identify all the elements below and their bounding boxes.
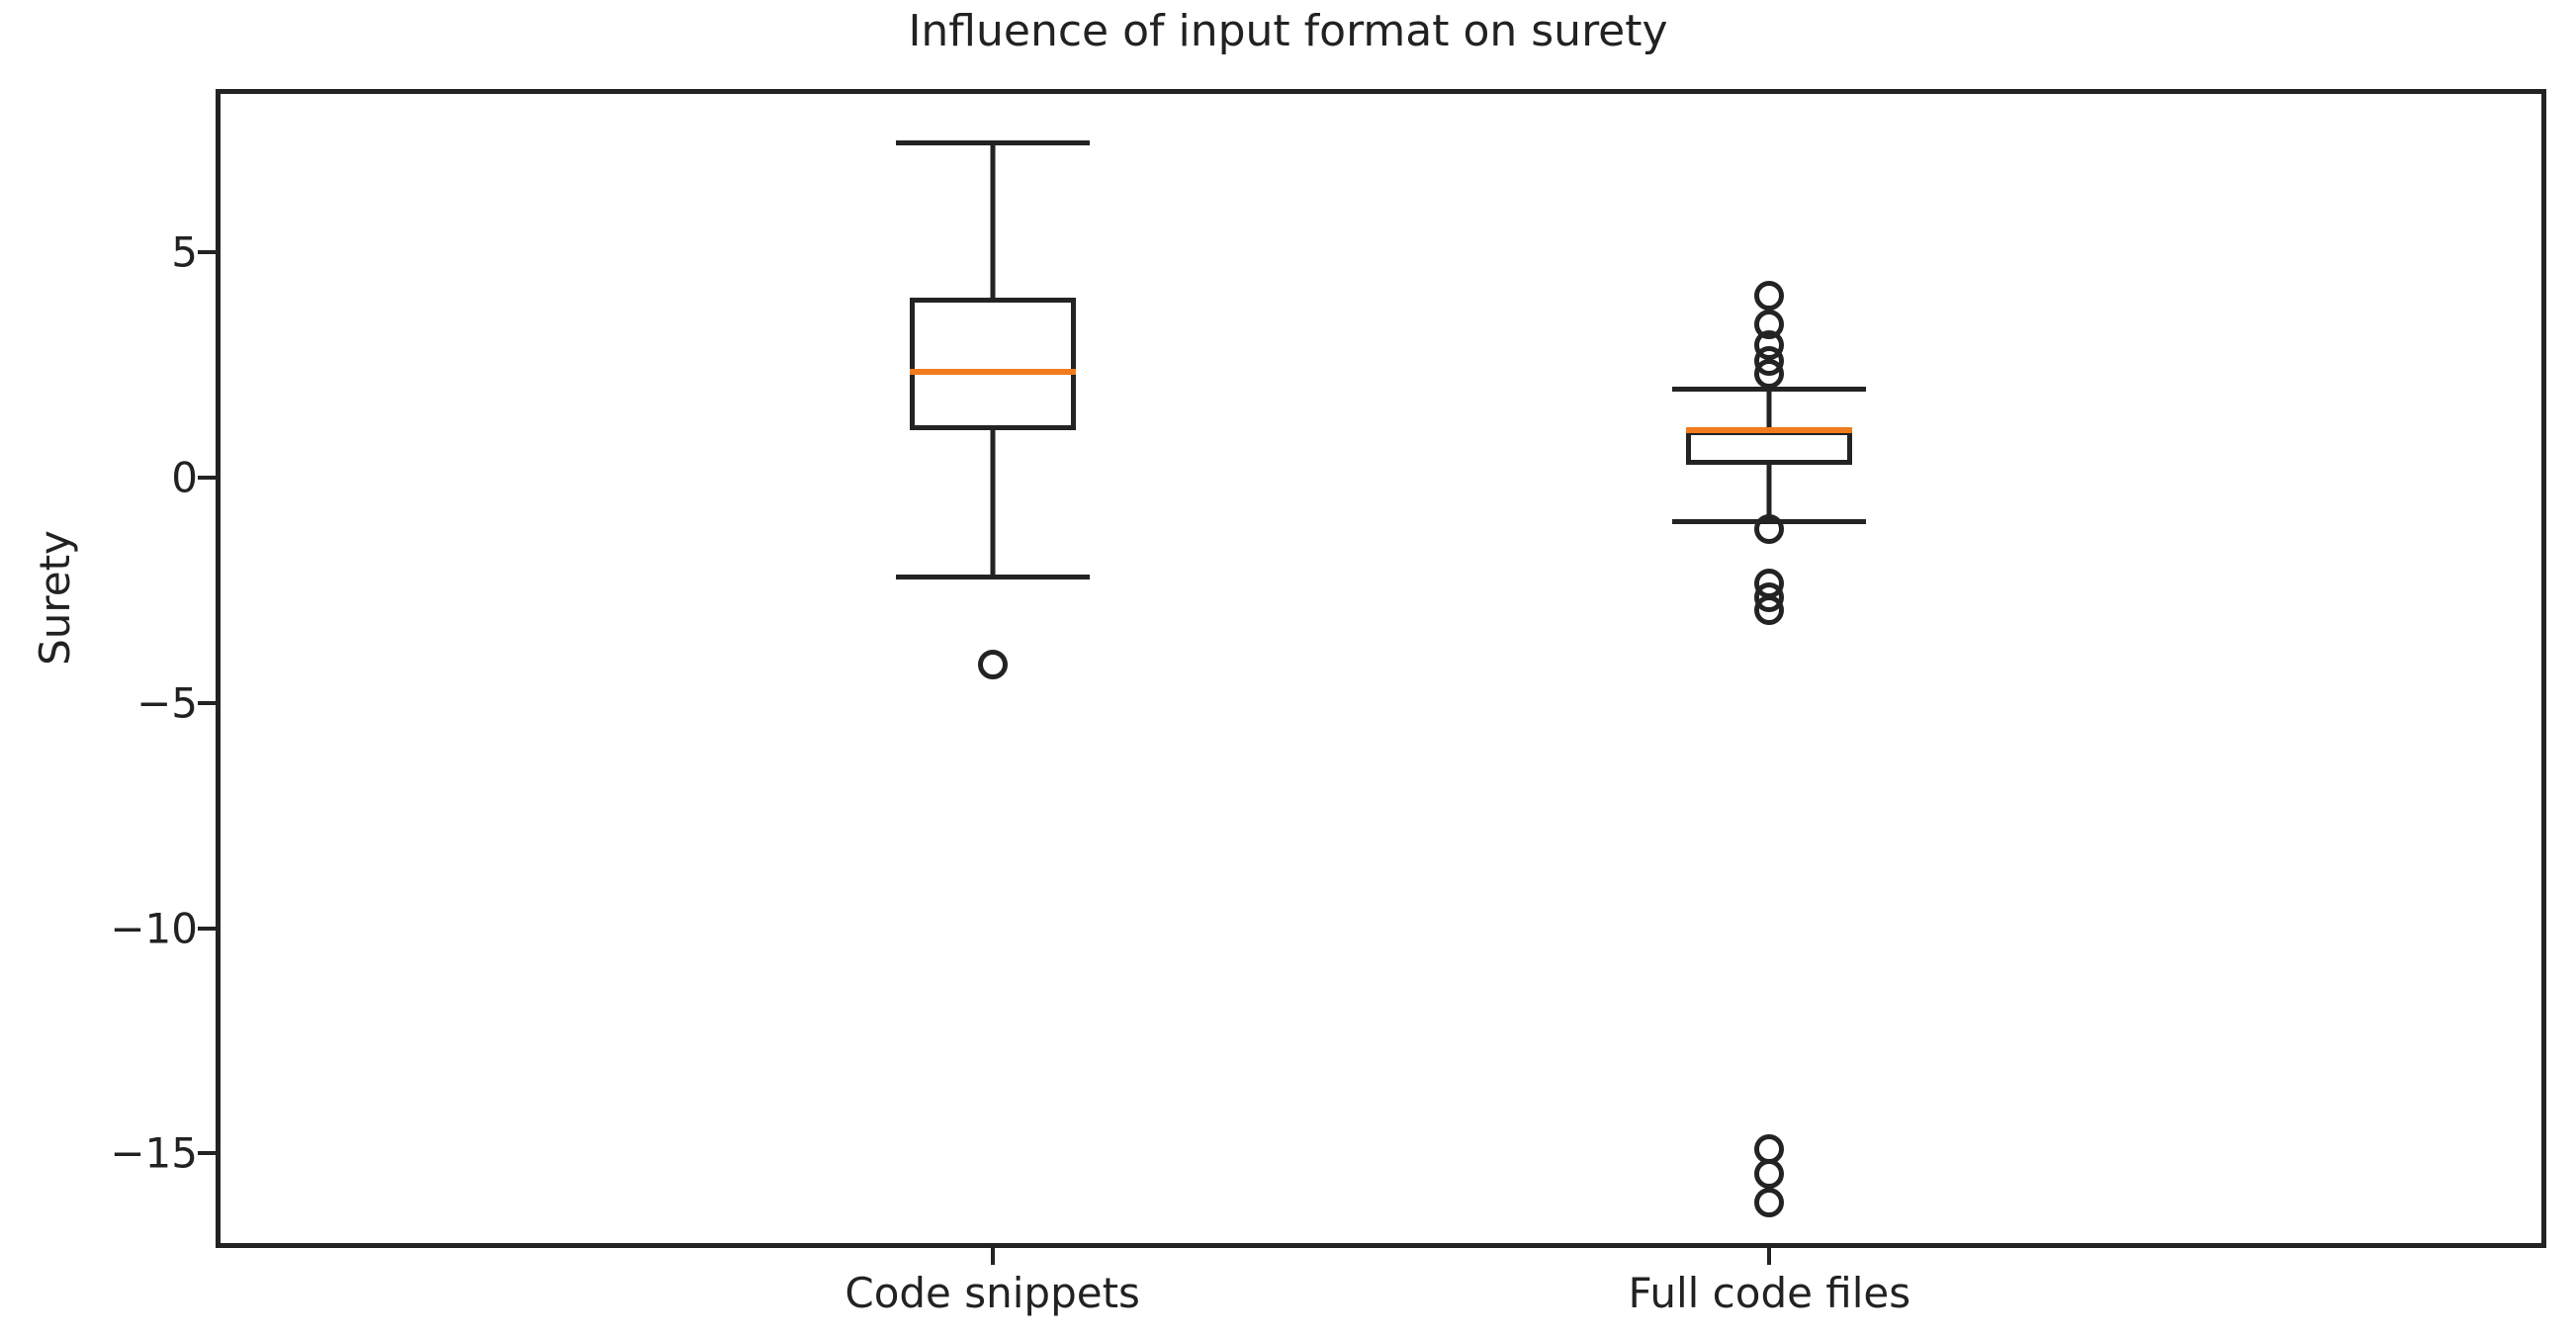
y-tick-mark [198,250,216,255]
y-tick-label: 0 [171,453,198,502]
box-outlier-marker [1754,1158,1785,1189]
x-tick-label: Code snippets [844,1269,1140,1317]
box-median-line [909,368,1076,375]
box-median-line [1686,427,1853,434]
y-tick-label: 5 [171,227,198,277]
box-outlier-marker [1754,280,1785,311]
x-tick-mark [990,1248,995,1265]
y-axis-label: Surety [30,530,79,666]
box-rect [909,297,1076,431]
box-whisker-lower [990,430,996,575]
y-tick-mark [198,926,216,931]
box-outlier-marker [977,650,1008,680]
x-tick-mark [1767,1248,1772,1265]
y-tick-mark [198,476,216,480]
box-whisker-upper [990,140,996,298]
box-outlier-marker [1754,359,1785,390]
x-tick-label: Full code files [1628,1269,1911,1317]
y-tick-label: −10 [110,904,198,952]
box-rect [1686,430,1853,466]
y-tick-label: −5 [136,678,198,728]
box-whisker-lower [1766,465,1772,519]
y-tick-label: −15 [110,1128,198,1178]
box-cap-lower [895,574,1090,580]
box-outlier-marker [1754,514,1785,545]
box-whisker-upper [1766,386,1772,431]
axes-frame [216,89,2546,1248]
y-tick-mark [198,1151,216,1156]
box-cap-upper [895,140,1090,146]
y-tick-mark [198,700,216,705]
box-outlier-marker [1754,595,1785,626]
page-title: Influence of input format on surety [908,6,1668,56]
box-outlier-marker [1754,1188,1785,1218]
plot-area [216,89,2546,1248]
